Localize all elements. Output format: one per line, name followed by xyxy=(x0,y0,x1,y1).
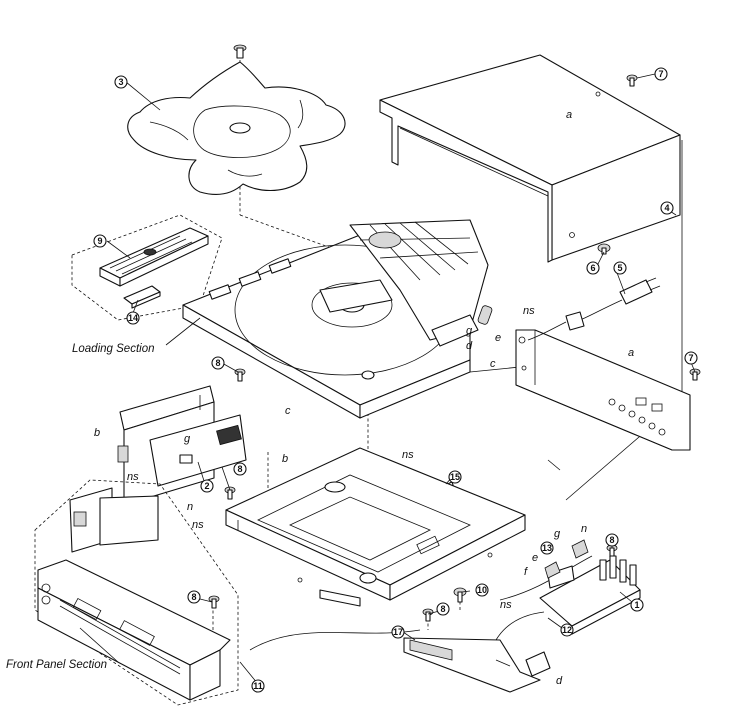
callout-17-number: 17 xyxy=(393,627,403,637)
callout-8-b: 8 xyxy=(233,462,247,476)
label-ns-bottom: ns xyxy=(500,599,512,611)
callout-17: 17 xyxy=(391,625,405,639)
label-ns-left: ns xyxy=(127,471,139,483)
label-a-rear: a xyxy=(628,347,634,359)
screw-7-top xyxy=(626,74,638,87)
callout-15-number: 15 xyxy=(450,472,460,482)
label-b-chassis: b xyxy=(282,453,288,465)
callout-13-number: 13 xyxy=(542,543,552,553)
callout-14: 14 xyxy=(126,311,140,325)
loading-section xyxy=(182,219,493,419)
bottom-plate xyxy=(403,611,551,693)
remote-control-group xyxy=(71,214,223,321)
callout-10-number: 10 xyxy=(477,585,487,595)
callout-11: 11 xyxy=(251,679,265,693)
callout-14-number: 14 xyxy=(128,313,138,323)
callout-12: 12 xyxy=(560,623,574,637)
callout-8-d-number: 8 xyxy=(440,604,445,614)
screw-8-d xyxy=(422,608,434,622)
label-f-right: f xyxy=(524,566,528,578)
callout-8-a-number: 8 xyxy=(215,358,220,368)
screw-8-a xyxy=(234,368,246,382)
label-ns-cord: ns xyxy=(523,305,535,317)
label-e-right: e xyxy=(532,552,538,564)
pcb-1 xyxy=(539,539,641,635)
callout-8-b-number: 8 xyxy=(237,464,242,474)
rear-panel xyxy=(515,329,691,451)
label-ns-chassis-top: ns xyxy=(402,449,414,461)
label-c-right: c xyxy=(490,358,496,370)
label-n-front: n xyxy=(187,501,193,513)
label-e-loading: e xyxy=(495,332,501,344)
callout-6: 6 xyxy=(586,261,600,275)
callout-13: 13 xyxy=(540,541,554,555)
screw-8-c xyxy=(208,595,220,609)
callout-1: 1 xyxy=(630,598,644,612)
label-b-left: b xyxy=(94,427,100,439)
callout-12-number: 12 xyxy=(562,625,572,635)
callout-8-d: 8 xyxy=(436,602,450,616)
label-a-top: a xyxy=(566,109,572,121)
callout-11-number: 11 xyxy=(253,681,263,691)
callout-4: 4 xyxy=(660,201,674,215)
label-ns-chassis-left: ns xyxy=(192,519,204,531)
screw-7-rear xyxy=(689,368,701,381)
callout-4-number: 4 xyxy=(664,203,669,213)
callout-7-top: 7 xyxy=(654,67,668,81)
top-cover xyxy=(379,54,681,263)
callout-7-rear: 7 xyxy=(684,351,698,365)
callout-8-a: 8 xyxy=(211,356,225,370)
callout-8-c: 8 xyxy=(187,590,201,604)
label-c-mid: c xyxy=(285,405,291,417)
screw-6 xyxy=(597,243,611,255)
callout-2-number: 2 xyxy=(204,481,209,491)
callout-8-e-number: 8 xyxy=(609,535,614,545)
pcb-2 xyxy=(117,385,247,506)
callout-15: 15 xyxy=(448,470,462,484)
callout-2: 2 xyxy=(200,479,214,493)
disc-tray xyxy=(127,44,346,195)
callout-10: 10 xyxy=(475,583,489,597)
callout-3: 3 xyxy=(114,75,128,89)
callout-5-number: 5 xyxy=(617,263,622,273)
callout-5: 5 xyxy=(613,261,627,275)
chassis xyxy=(225,447,526,607)
callout-9-number: 9 xyxy=(97,236,102,246)
front-panel-section-title: Front Panel Section xyxy=(6,659,107,671)
power-cord xyxy=(527,277,661,341)
callout-3-number: 3 xyxy=(118,77,123,87)
callout-6-number: 6 xyxy=(590,263,595,273)
screw-10 xyxy=(453,587,467,603)
loading-section-title: Loading Section xyxy=(72,343,154,355)
front-panel-section xyxy=(34,479,239,706)
callout-7-top-number: 7 xyxy=(658,69,663,79)
callout-8-e: 8 xyxy=(605,533,619,547)
callout-1-number: 1 xyxy=(634,600,639,610)
callout-9: 9 xyxy=(93,234,107,248)
label-n-right: n xyxy=(581,523,587,535)
label-d-loading: d xyxy=(466,340,473,352)
label-g-pcb: g xyxy=(184,433,191,445)
callout-7-rear-number: 7 xyxy=(688,353,693,363)
label-d-bottom: d xyxy=(556,675,563,687)
label-g-loading: g xyxy=(466,325,473,337)
label-g-right: g xyxy=(554,528,561,540)
callout-8-c-number: 8 xyxy=(191,592,196,602)
